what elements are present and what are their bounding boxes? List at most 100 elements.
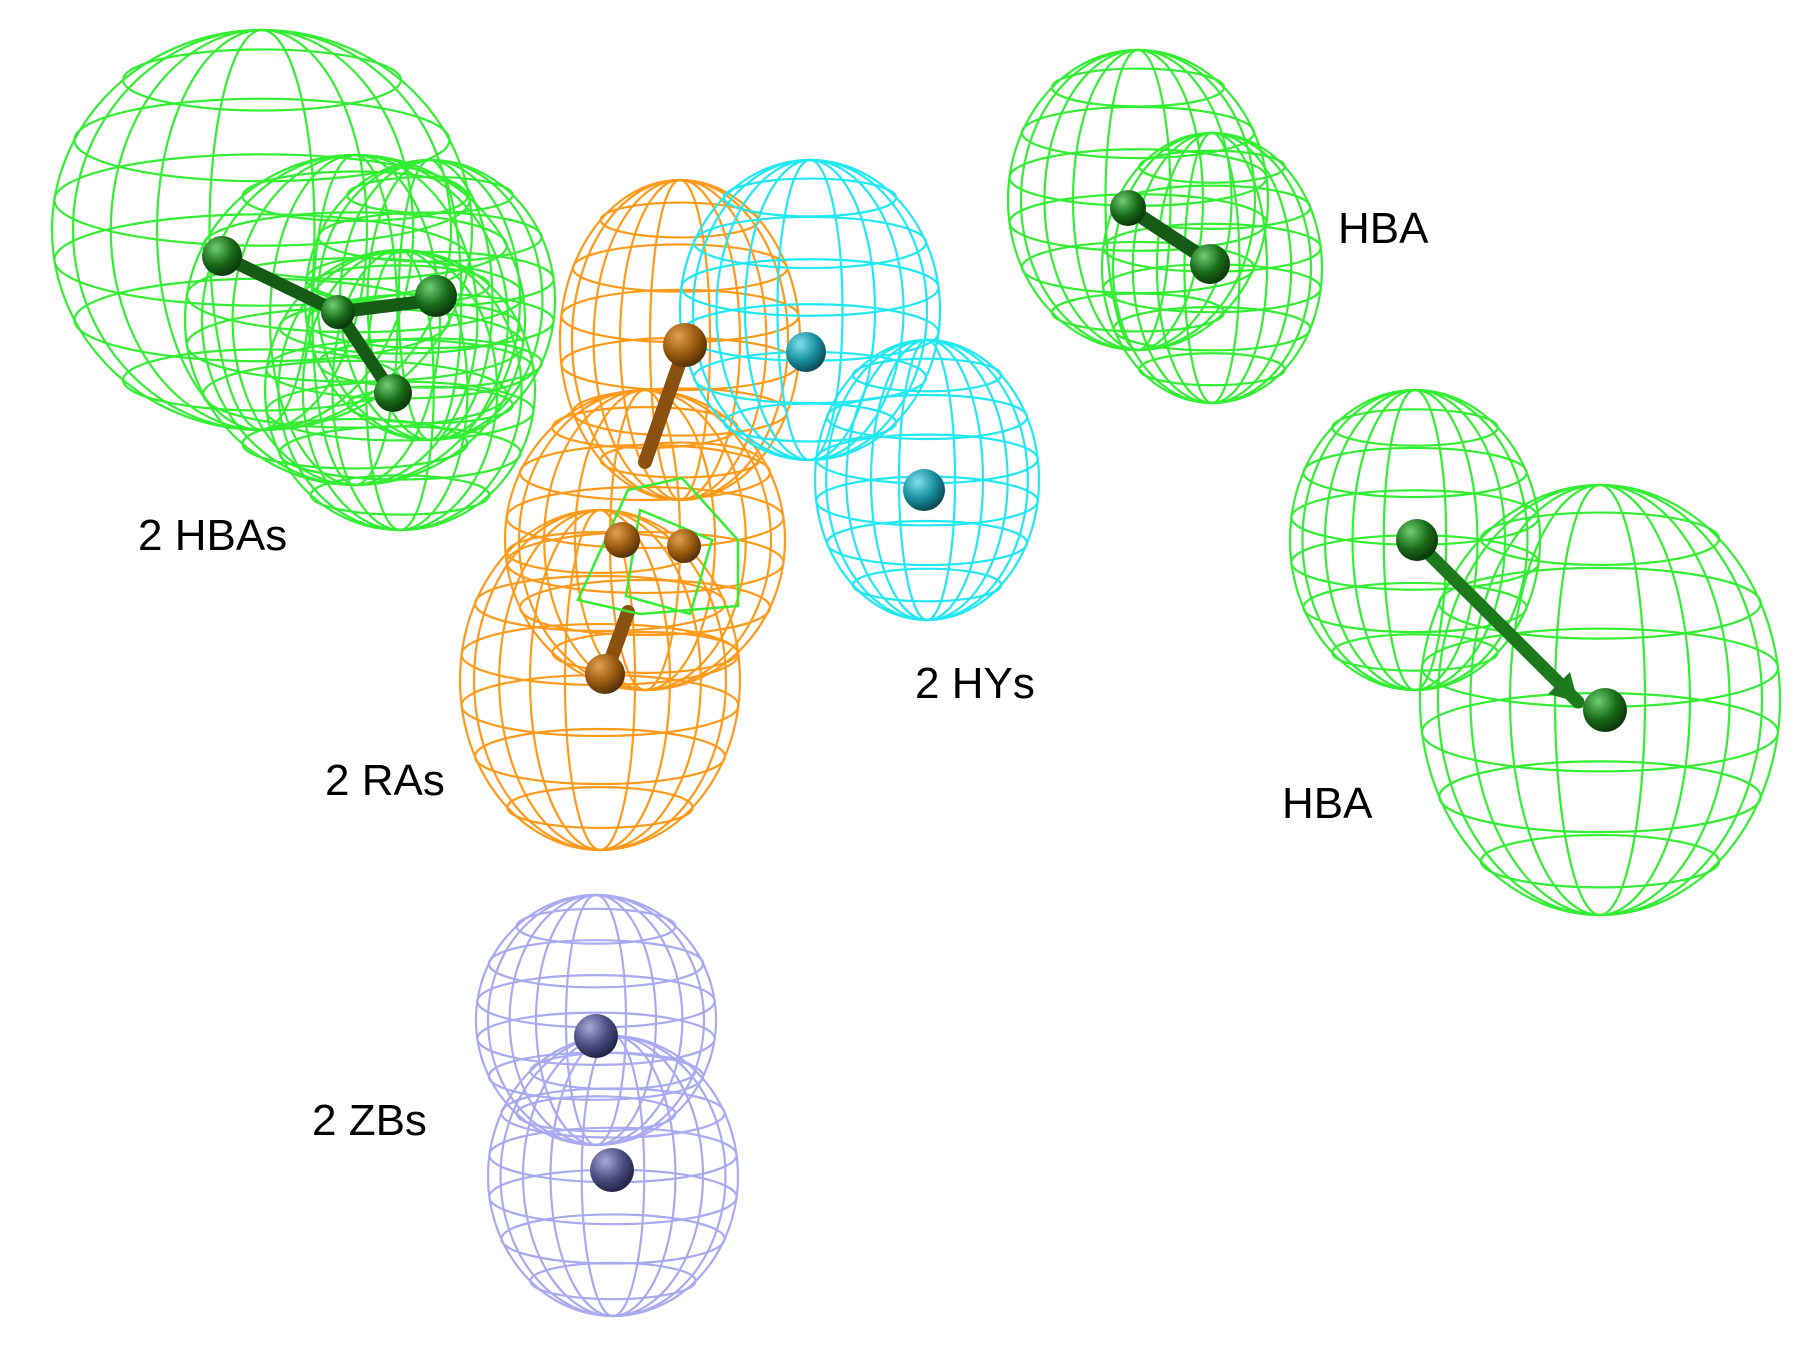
zb-mesh xyxy=(474,893,718,1147)
mesh-meridian xyxy=(1301,388,1529,692)
mesh-parallel xyxy=(476,1011,716,1066)
mesh-parallel xyxy=(1438,760,1762,834)
mesh-parallel xyxy=(825,519,1029,567)
mesh-meridian xyxy=(277,248,523,532)
ring-plane xyxy=(576,476,740,616)
mesh-parallel xyxy=(1138,352,1286,387)
mesh-meridian xyxy=(486,893,706,1147)
mesh-parallel xyxy=(515,1095,677,1133)
arrow-head-icon xyxy=(1548,672,1578,702)
mesh-parallel xyxy=(851,567,1003,603)
mesh-parallel xyxy=(1050,67,1226,108)
mesh-parallel xyxy=(505,530,785,595)
mesh-parallel xyxy=(571,243,789,293)
mesh-parallel xyxy=(692,215,928,270)
hba-vector xyxy=(215,249,345,319)
mesh-meridian xyxy=(691,158,929,462)
mesh-parallel xyxy=(278,425,522,481)
mesh-parallel xyxy=(121,48,403,112)
mesh-parallel xyxy=(346,385,514,425)
hba-atom xyxy=(1110,190,1146,226)
mesh-parallel xyxy=(506,786,694,829)
mesh-meridian xyxy=(472,508,728,852)
mesh-parallel xyxy=(121,348,403,412)
mesh-meridian xyxy=(825,338,1029,622)
mesh-parallel xyxy=(505,485,785,550)
mesh-parallel xyxy=(1331,633,1499,672)
mesh-parallel xyxy=(1331,408,1499,447)
mesh-parallel xyxy=(346,175,514,215)
ra-vector xyxy=(638,340,692,469)
mesh-parallel xyxy=(851,357,1003,393)
ra-mesh xyxy=(458,508,742,852)
mesh-parallel xyxy=(518,578,772,637)
mesh-parallel xyxy=(1302,446,1528,499)
hba-vector xyxy=(1410,535,1585,709)
mesh-parallel xyxy=(500,1087,726,1139)
label-hba-right: HBA xyxy=(1282,779,1373,828)
mesh-parallel xyxy=(1020,105,1256,160)
mesh-parallel xyxy=(309,474,491,516)
zb-atom xyxy=(590,1148,634,1192)
label-hba-top-right: HBA xyxy=(1338,204,1429,253)
mesh-parallel xyxy=(1479,511,1721,567)
hy-atom xyxy=(786,332,826,372)
hy-mesh xyxy=(813,338,1041,622)
mesh-parallel xyxy=(1138,149,1286,184)
hba-atom xyxy=(415,275,457,317)
hba-mesh xyxy=(1100,131,1324,405)
zb-atom xyxy=(574,1014,618,1058)
mesh-parallel xyxy=(529,1051,697,1091)
mesh-parallel xyxy=(1302,581,1528,634)
mesh-outline xyxy=(50,28,474,432)
mesh-parallel xyxy=(202,211,508,281)
mesh-meridian xyxy=(1436,483,1764,917)
feature-meshes xyxy=(50,28,1782,1318)
label-ra-group: 2 RAs xyxy=(325,756,445,805)
mesh-parallel xyxy=(473,574,727,633)
mesh-parallel xyxy=(241,417,469,470)
feature-centers xyxy=(202,190,1627,1192)
mesh-parallel xyxy=(473,727,727,786)
label-hy-group: 2 HYs xyxy=(915,659,1035,708)
mesh-parallel xyxy=(1479,833,1721,889)
mesh-parallel xyxy=(487,939,705,989)
ra-atom xyxy=(585,654,625,694)
mesh-parallel xyxy=(1438,566,1762,640)
hy-atom xyxy=(903,469,945,511)
mesh-parallel xyxy=(825,393,1029,441)
hba-atom xyxy=(1190,244,1230,284)
hba-mesh xyxy=(50,28,474,432)
hy-mesh xyxy=(678,158,942,462)
label-zb-group: 2 ZBs xyxy=(312,1096,427,1145)
mesh-meridian xyxy=(776,158,844,462)
mesh-parallel xyxy=(515,907,677,945)
mesh-meridian xyxy=(155,28,369,432)
mesh-parallel xyxy=(551,631,739,674)
mesh-parallel xyxy=(317,337,543,389)
ra-atom xyxy=(663,323,707,367)
hba-mesh xyxy=(263,248,537,532)
mesh-parallel xyxy=(1112,306,1312,352)
mesh-meridian xyxy=(1111,131,1313,405)
hba-atom xyxy=(1396,519,1438,561)
mesh-meridian xyxy=(200,153,510,487)
label-hba-group: 2 HBAs xyxy=(138,511,287,560)
ring-plane xyxy=(624,508,714,616)
mesh-parallel xyxy=(722,402,898,443)
ra-atom xyxy=(667,529,701,563)
mesh-parallel xyxy=(317,211,543,263)
mesh-parallel xyxy=(722,177,898,218)
hba-atom xyxy=(321,295,355,329)
mesh-parallel xyxy=(53,153,471,247)
hba-atom xyxy=(374,374,412,412)
ra-atom xyxy=(604,522,640,558)
mesh-parallel xyxy=(500,1213,726,1265)
hba-atom xyxy=(202,236,242,276)
hba-mesh xyxy=(1288,388,1542,692)
feature-labels: 2 HBAs 2 RAs 2 HYs 2 ZBs HBA HBA xyxy=(138,204,1429,1145)
hba-atom xyxy=(1583,688,1627,732)
mesh-meridian xyxy=(1019,48,1257,352)
mesh-meridian xyxy=(208,28,316,432)
